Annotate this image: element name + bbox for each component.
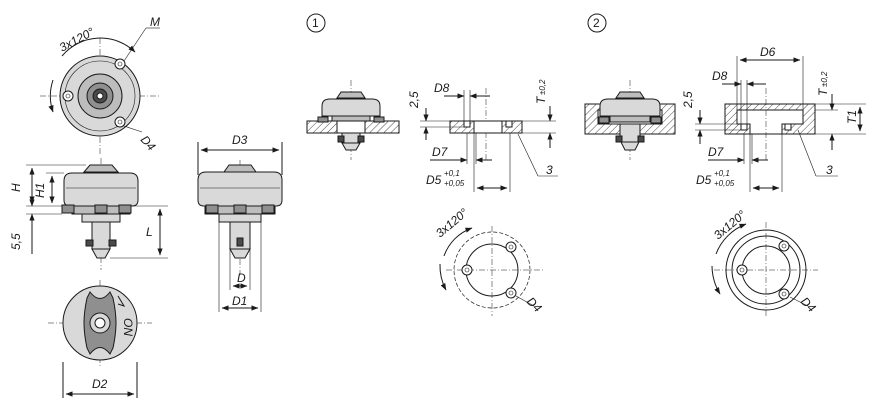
variant-1-plate-section bbox=[420, 88, 558, 192]
variant-1-hole-pattern bbox=[439, 226, 544, 316]
label-d6: D6 bbox=[760, 45, 776, 59]
label-d5-tol-upper-v1: +0,1 bbox=[444, 169, 460, 178]
label-2-5-v2: 2,5 bbox=[681, 91, 695, 109]
front-view bbox=[197, 142, 283, 312]
variant-1-assembly bbox=[306, 80, 400, 160]
label-d5-v1: D5 bbox=[426, 173, 442, 187]
label-d5-v2: D5 bbox=[696, 173, 712, 187]
plan-view bbox=[40, 27, 160, 156]
label-d8-v1: D8 bbox=[434, 81, 450, 95]
label-h1: H1 bbox=[33, 183, 47, 198]
label-l: L bbox=[146, 225, 153, 239]
label-t-v1: T bbox=[534, 95, 548, 104]
label-5-5: 5,5 bbox=[9, 233, 23, 250]
side-view bbox=[26, 158, 168, 270]
label-m: M bbox=[150, 15, 160, 29]
label-d8-v2: D8 bbox=[712, 69, 728, 83]
label-2-5-v1: 2,5 bbox=[407, 91, 421, 109]
label-t1: T1 bbox=[845, 110, 859, 124]
label-d1: D1 bbox=[232, 294, 247, 308]
label-t-tol-v2: ±0,2 bbox=[820, 71, 829, 87]
label-d4-plan: D4 bbox=[138, 133, 159, 154]
variant-2-hole-pattern bbox=[711, 222, 818, 318]
label-d5-tol-upper-v2: +0,1 bbox=[714, 169, 730, 178]
label-d: D bbox=[237, 271, 246, 285]
label-h: H bbox=[9, 183, 23, 192]
label-knob-on: ON bbox=[121, 318, 135, 336]
bottom-view bbox=[48, 280, 152, 398]
label-d2: D2 bbox=[92, 377, 108, 391]
label-t-v2: T bbox=[816, 87, 830, 96]
label-d5-tol-lower-v1: +0,05 bbox=[444, 179, 465, 188]
label-d7-v1: D7 bbox=[432, 145, 449, 159]
variant-1-marker bbox=[306, 13, 326, 33]
variant-2-plate-section bbox=[695, 56, 866, 192]
label-d3: D3 bbox=[232, 133, 248, 147]
label-t-tol-v1: ±0,2 bbox=[538, 79, 547, 95]
label-angle-v1: 3x120° bbox=[433, 205, 471, 240]
variant-1-label: 1 bbox=[312, 16, 319, 30]
variant-2-marker bbox=[587, 13, 607, 33]
label-d4-v1: D4 bbox=[524, 294, 545, 315]
label-callout-3-v1: 3 bbox=[546, 163, 553, 177]
label-d5-tol-lower-v2: +0,05 bbox=[714, 179, 735, 188]
label-callout-3-v2: 3 bbox=[826, 163, 833, 177]
variant-2-assembly bbox=[584, 80, 676, 160]
label-d7-v2: D7 bbox=[708, 145, 725, 159]
label-d4-v2: D4 bbox=[798, 294, 819, 315]
variant-2-label: 2 bbox=[593, 16, 600, 30]
label-angle-plan: 3x120° bbox=[57, 25, 97, 55]
